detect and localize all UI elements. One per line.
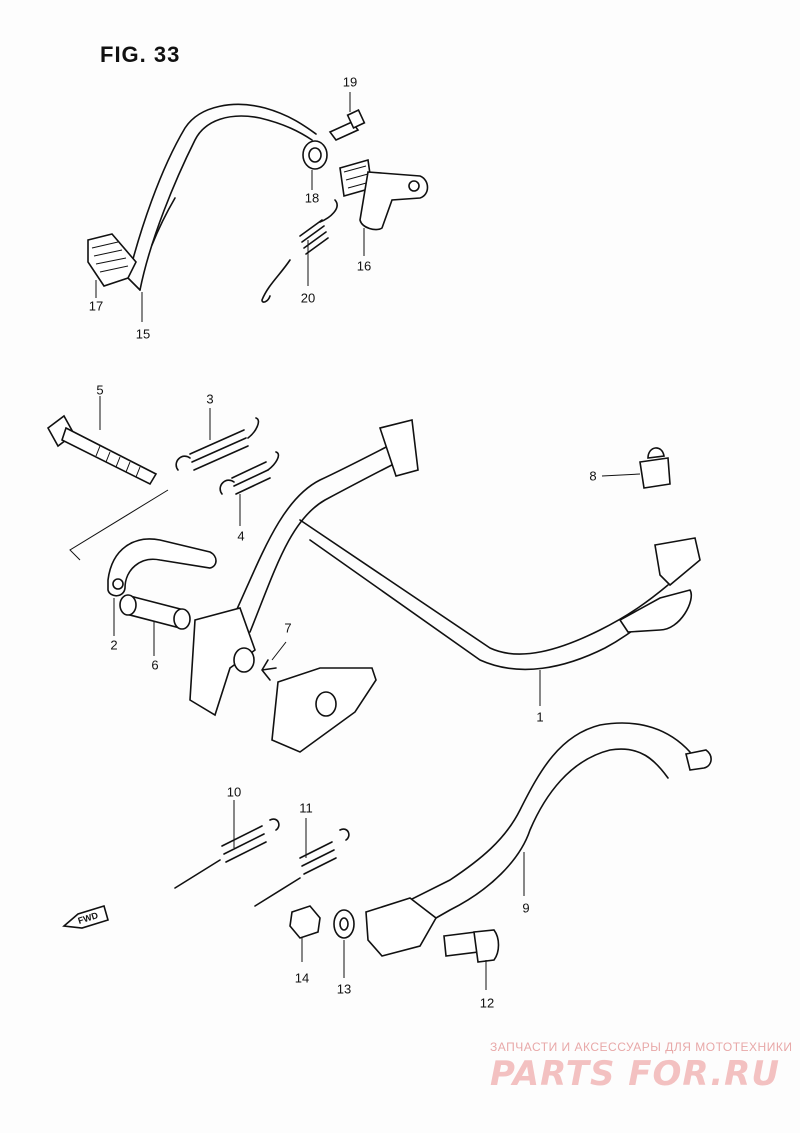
- watermark-logo: PARTS FOR.RU: [490, 1054, 780, 1094]
- reference-bracket: [69, 489, 169, 561]
- callout-3: 3: [206, 391, 214, 407]
- callout-15: 15: [135, 326, 151, 342]
- callout-10: 10: [226, 784, 242, 800]
- part-16-pivot-lever: [339, 158, 429, 231]
- figure-title: FIG. 33: [100, 42, 181, 67]
- callout-7: 7: [284, 620, 292, 636]
- callout-6: 6: [151, 657, 159, 673]
- part-20-spring: [261, 199, 338, 303]
- part-17-pedal-rubber: [87, 233, 137, 287]
- callout-5: 5: [96, 382, 104, 398]
- part-18-washer: [302, 140, 328, 170]
- callout-1: 1: [536, 709, 544, 725]
- part-5-bolt: [46, 414, 158, 486]
- callout-12: 12: [479, 995, 495, 1011]
- part-4-spring: [219, 451, 280, 495]
- callout-20: 20: [300, 290, 316, 306]
- part-15-brake-pedal: [127, 103, 317, 291]
- part-10-spring: [174, 818, 280, 889]
- watermark-tagline: ЗАПЧАСТИ И АКСЕССУАРЫ ДЛЯ МОТОТЕХНИКИ: [490, 1040, 793, 1054]
- part-3-spring: [175, 417, 260, 471]
- part-13-washer: [333, 909, 355, 939]
- callout-16: 16: [356, 258, 372, 274]
- callout-19: 19: [342, 74, 358, 90]
- part-19-bolt: [328, 109, 366, 141]
- callout-2: 2: [110, 637, 118, 653]
- fwd-arrow-icon: [62, 904, 109, 929]
- part-11-spring: [254, 828, 350, 907]
- part-9-brake-pedal: [365, 722, 712, 957]
- part-14-nut: [289, 905, 321, 939]
- callout-8: 8: [589, 468, 597, 484]
- part-7-clip: [261, 659, 277, 681]
- callout-9: 9: [522, 900, 530, 916]
- leader-lines: [95, 92, 641, 990]
- part-2-stay: [107, 538, 217, 597]
- part-8-stopper: [639, 447, 671, 489]
- callout-4: 4: [237, 528, 245, 544]
- callout-11: 11: [299, 800, 313, 816]
- callout-17: 17: [88, 298, 104, 314]
- part-6-collar: [119, 594, 191, 630]
- callout-13: 13: [336, 981, 352, 997]
- part-12-bolt: [443, 929, 500, 963]
- callout-18: 18: [304, 190, 320, 206]
- part-1-main-stand: [189, 419, 701, 753]
- callout-14: 14: [294, 970, 310, 986]
